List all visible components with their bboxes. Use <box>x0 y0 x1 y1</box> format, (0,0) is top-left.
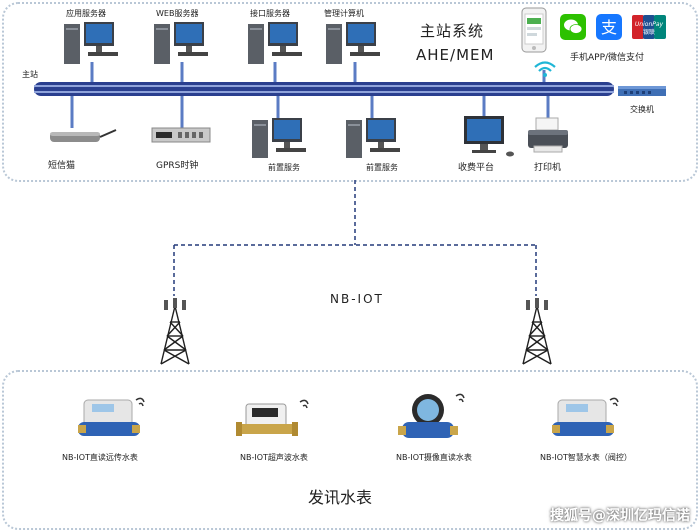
system-subtitle: AHE/MEM <box>416 46 495 64</box>
front-server-label: 前置服务 <box>268 163 300 172</box>
server-label: 接口服务器 <box>250 9 290 18</box>
meter-label: NB-IOT直读远传水表 <box>62 453 138 462</box>
phone-app-icon <box>521 7 547 53</box>
server-app: 应用服务器 <box>62 8 126 68</box>
gprs-clock-label: GPRS时钟 <box>156 161 199 171</box>
svg-text:银联: 银联 <box>643 28 655 36</box>
server-label: WEB服务器 <box>156 9 199 18</box>
server-web: WEB服务器 <box>152 8 216 68</box>
water-meter-panel <box>2 370 698 530</box>
wifi-icon <box>534 61 556 77</box>
server-label: 应用服务器 <box>66 9 106 18</box>
sms-cat-icon <box>50 129 117 142</box>
server-label: 管理计算机 <box>324 9 364 18</box>
management-computer: 管理计算机 <box>324 6 394 66</box>
cell-tower-icon <box>160 298 190 365</box>
camera-meter-icon <box>398 393 465 438</box>
meter-label: NB-IOT智慧水表（阀控） <box>540 453 632 462</box>
computer-icon <box>64 22 118 64</box>
bottom-title: 发讯水表 <box>308 488 373 507</box>
network-bus <box>34 62 614 296</box>
computer-icon <box>326 22 380 64</box>
network-label: NB-IOT <box>330 292 384 306</box>
computer-icon <box>154 22 208 64</box>
computer-icon <box>248 22 302 64</box>
water-meter-icon <box>78 397 145 436</box>
watermark: 搜狐号@深圳亿玛信诺 <box>550 508 690 524</box>
sms-cat-label: 短信猫 <box>48 161 76 171</box>
gprs-clock-icon <box>151 127 211 143</box>
system-title: 主站系统 <box>420 22 485 40</box>
front-server-icon <box>346 118 400 158</box>
smart-meter-icon <box>552 397 619 436</box>
payment-label: 手机APP/微信支付 <box>570 53 645 63</box>
switch-label: 交换机 <box>630 105 654 114</box>
meter-label: NB-IOT摄像直读水表 <box>396 453 472 462</box>
printer-label: 打印机 <box>534 163 562 173</box>
meter-label: NB-IOT超声波水表 <box>240 453 308 462</box>
bus-label: 主站 <box>22 70 38 79</box>
svg-text:支: 支 <box>601 18 617 37</box>
server-interface: 接口服务器 <box>246 8 310 68</box>
front-server-icon <box>252 118 306 158</box>
monitor-icon <box>464 116 514 157</box>
unionpay-icon: UnionPay 银联 <box>632 15 666 39</box>
alipay-icon: 支 <box>596 14 622 40</box>
cell-tower-icon <box>522 298 552 365</box>
svg-text:UnionPay: UnionPay <box>635 21 664 28</box>
printer-icon <box>528 117 568 153</box>
switch-icon <box>618 86 666 96</box>
front-server-label: 前置服务 <box>366 163 398 172</box>
wechat-icon <box>560 14 586 40</box>
ultrasonic-meter-icon <box>236 399 309 436</box>
billing-platform-label: 收费平台 <box>458 163 495 173</box>
